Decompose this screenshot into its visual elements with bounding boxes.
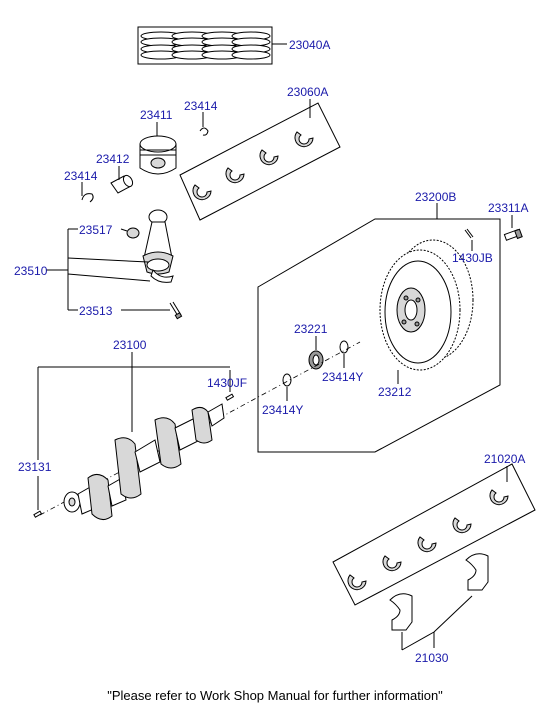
label-main-bearing-upper-set: 23060A: [287, 85, 328, 99]
label-flywheel-assembly: 23200B: [415, 190, 456, 204]
rod-bolt[interactable]: [169, 301, 183, 320]
footer-note: "Please refer to Work Shop Manual for fu…: [107, 688, 443, 703]
label-main-bearing-lower-set: 21020A: [484, 452, 525, 466]
flywheel[interactable]: [379, 239, 474, 371]
label-snap-ring-top: 23414: [184, 99, 218, 113]
flywheel-bolt[interactable]: [503, 228, 523, 241]
crankshaft[interactable]: [63, 403, 225, 520]
label-crank-pin: 1430JF: [207, 376, 247, 390]
snap-ring-seal[interactable]: [339, 340, 349, 354]
label-crankshaft: 23100: [113, 338, 147, 352]
label-thrust-washers: 21030: [415, 651, 449, 665]
label-connecting-rod-assembly: 23510: [14, 264, 48, 278]
snap-ring-crank[interactable]: [282, 373, 292, 387]
thrust-washers[interactable]: [389, 553, 489, 631]
crank-sprocket-key[interactable]: [33, 510, 43, 518]
seal[interactable]: [308, 350, 324, 370]
label-rod-bushing: 23517: [79, 223, 113, 237]
snap-ring-left[interactable]: [81, 193, 94, 203]
label-snap-ring-left: 23414: [64, 169, 98, 183]
label-piston-pin: 23412: [96, 152, 130, 166]
snap-ring-top[interactable]: [199, 127, 209, 136]
piston[interactable]: [139, 135, 177, 175]
label-crank-sprocket-key: 23131: [18, 460, 52, 474]
label-rod-bolt: 23513: [79, 304, 113, 318]
label-snap-ring-seal: 23414Y: [322, 370, 363, 384]
label-seal: 23221: [294, 322, 328, 336]
main-bearing-lower-set[interactable]: [332, 463, 536, 606]
piston-ring-set[interactable]: [137, 26, 287, 65]
connecting-rod[interactable]: [142, 209, 174, 283]
label-snap-ring-crank: 23414Y: [262, 403, 303, 417]
label-flywheel-bolt: 23311A: [488, 201, 528, 215]
label-flywheel-dowel-pin: 1430JB: [452, 251, 493, 265]
flywheel-dowel-pin[interactable]: [464, 228, 474, 239]
label-ring-gear: 23212: [378, 385, 412, 399]
rod-bushing[interactable]: [126, 227, 140, 239]
label-piston: 23411: [140, 108, 173, 122]
flywheel-assembly-box: [257, 218, 501, 453]
crank-pin[interactable]: [225, 393, 235, 401]
piston-pin[interactable]: [110, 174, 134, 194]
label-piston-ring-set: 23040A: [289, 38, 330, 52]
main-bearing-upper-set[interactable]: [179, 102, 341, 221]
